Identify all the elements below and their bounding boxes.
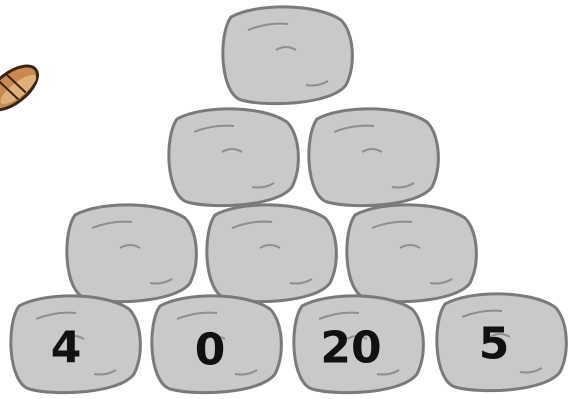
stone-row-4: 4 0 20 5 (11, 294, 566, 393)
stone[interactable]: 0 (152, 296, 281, 393)
stone[interactable] (207, 205, 336, 302)
stone[interactable] (309, 109, 438, 206)
stone-value: 0 (195, 325, 226, 376)
stone[interactable]: 20 (294, 296, 423, 393)
stone[interactable] (347, 205, 476, 302)
stone[interactable]: 4 (11, 296, 140, 393)
worm-icon (0, 58, 45, 119)
stone-value: 5 (479, 319, 510, 370)
stone-value: 4 (51, 323, 82, 374)
stone[interactable] (223, 7, 352, 104)
stone-value: 20 (320, 323, 381, 374)
stone-row-1 (223, 7, 352, 104)
stone-row-2 (169, 109, 438, 206)
stone-row-3 (67, 205, 476, 302)
stone[interactable] (67, 205, 196, 302)
stone[interactable]: 5 (437, 294, 566, 391)
stone[interactable] (169, 109, 298, 206)
